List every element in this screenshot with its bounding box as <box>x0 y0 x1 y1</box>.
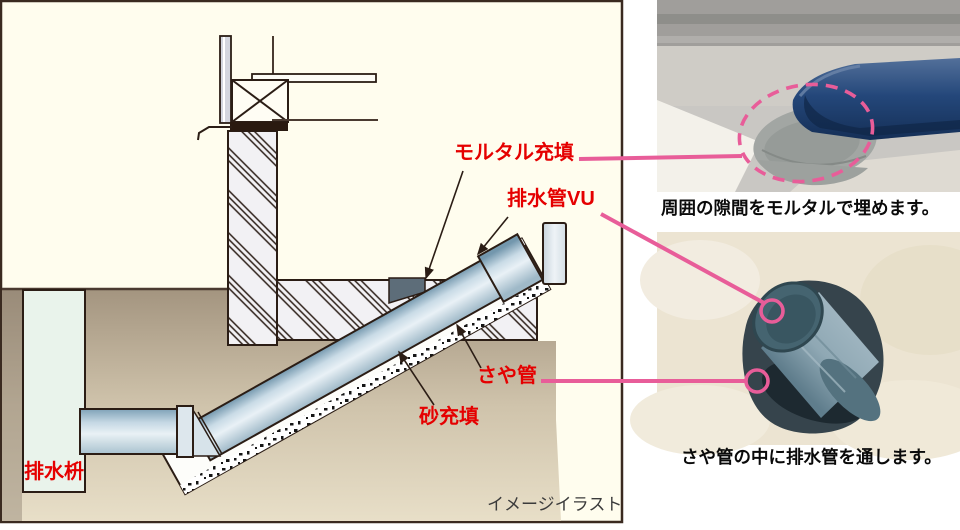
pipe-coupling <box>176 405 194 458</box>
annotation-circle-drainpipe <box>759 298 785 324</box>
photo-drain-pipe <box>792 58 960 140</box>
wall-section <box>197 35 378 141</box>
leader-sand <box>398 350 435 406</box>
annotation-circle-sleeve <box>744 368 770 394</box>
foundation-packing <box>230 122 288 131</box>
soil-shadow-left <box>2 290 22 521</box>
mortar-front-lip <box>758 160 868 186</box>
leader-sleeve <box>456 323 482 369</box>
drain-pipe-vu <box>188 222 567 462</box>
label-drain-pipe-vu: 排水管VU <box>507 188 595 210</box>
annotation-line-mortar <box>578 154 743 161</box>
horizontal-pipe <box>79 408 180 455</box>
annotation-lines <box>541 154 785 394</box>
leader-mortar <box>424 170 464 280</box>
wall-siding-panel <box>219 35 232 124</box>
caption-photo-mortar: 周囲の隙間をモルタルで埋めます。 <box>661 198 940 218</box>
sill-brace-2 <box>231 79 289 123</box>
annotation-dashed-ellipse <box>737 82 875 184</box>
foundation-wall <box>227 130 278 346</box>
water-drip-flashing <box>197 126 232 141</box>
caption-photo-sleeve: さや管の中に排水管を通します。 <box>681 447 942 467</box>
annotation-line-drainpipe <box>600 212 765 305</box>
drain-basin <box>22 289 86 493</box>
photo-mortar-filling <box>657 0 960 192</box>
elbow-facet-line <box>197 411 223 455</box>
leader-drainpipe <box>476 216 509 256</box>
leader-lines <box>398 170 509 406</box>
diagram-panel <box>0 0 624 524</box>
label-sand-fill: 砂充填 <box>419 406 479 428</box>
label-sleeve-pipe: さや管 <box>477 365 537 387</box>
diagram-footnote: イメージイラスト <box>487 495 623 514</box>
floor-board <box>251 73 377 83</box>
label-drain-basin: 排水枡 <box>24 461 84 483</box>
label-mortar-fill: モルタル充填 <box>454 142 574 164</box>
photo-sleeve-pipe <box>630 232 960 460</box>
pipe-end-cap <box>542 222 567 285</box>
photo-sleeve-cylinder <box>752 281 881 422</box>
